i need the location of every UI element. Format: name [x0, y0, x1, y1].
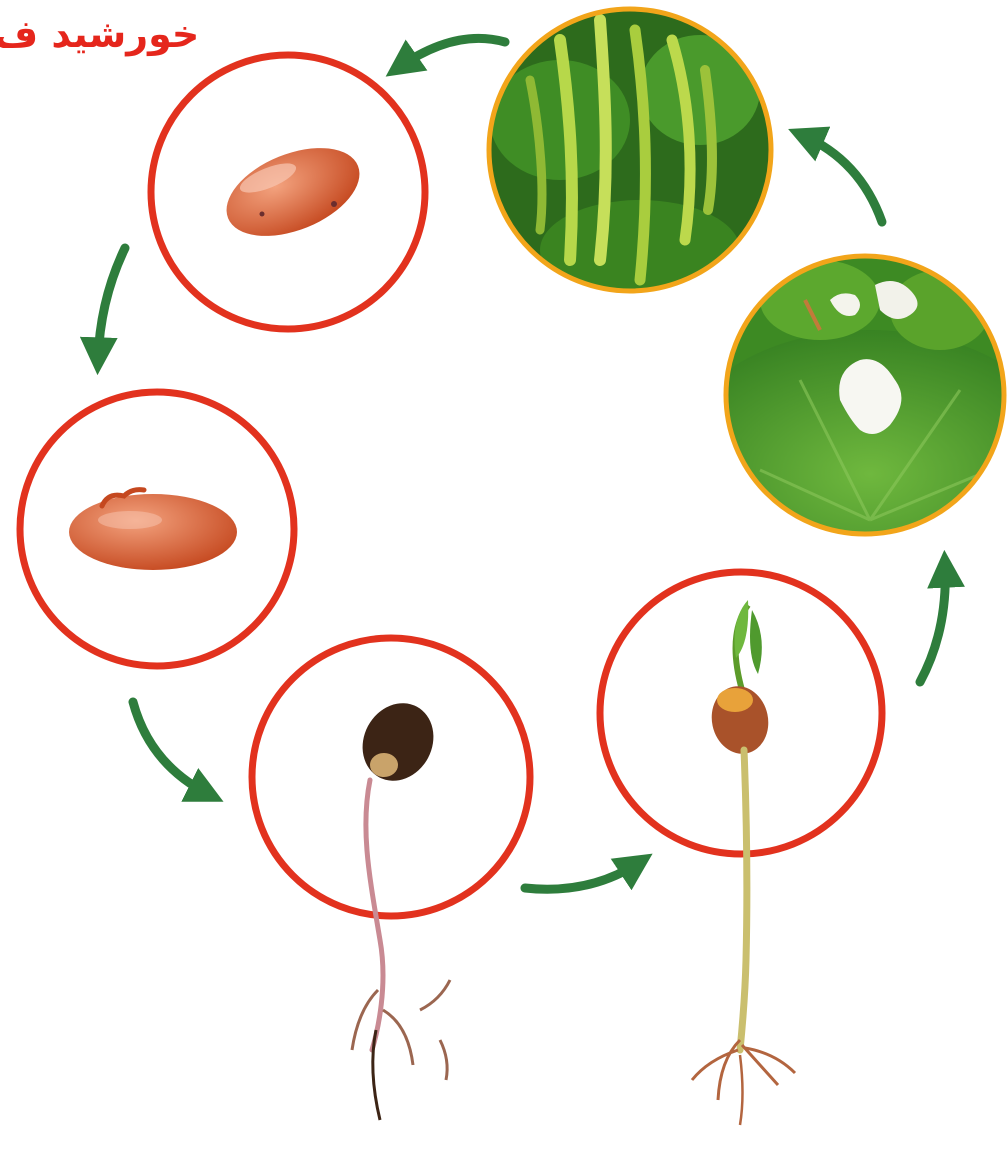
stage-germinating-seed [252, 638, 530, 1120]
stage-flowering-plant [680, 250, 1007, 570]
arrow-pods-to-seed [398, 38, 505, 68]
arrow-flowering-to-pods [802, 135, 882, 222]
stage-swelling-seed [20, 392, 294, 666]
stage-bean-pods [480, 0, 780, 300]
bean-pods-icon [480, 0, 780, 300]
stage-bean-seed [151, 55, 425, 329]
arrow-seedling-to-flowering [920, 565, 945, 682]
stage-seedling [600, 572, 882, 1125]
arrow-swelling-to-germinating [133, 702, 210, 795]
arrow-germinating-to-seedling [525, 862, 640, 889]
arrow-seed-to-swelling [98, 248, 125, 360]
